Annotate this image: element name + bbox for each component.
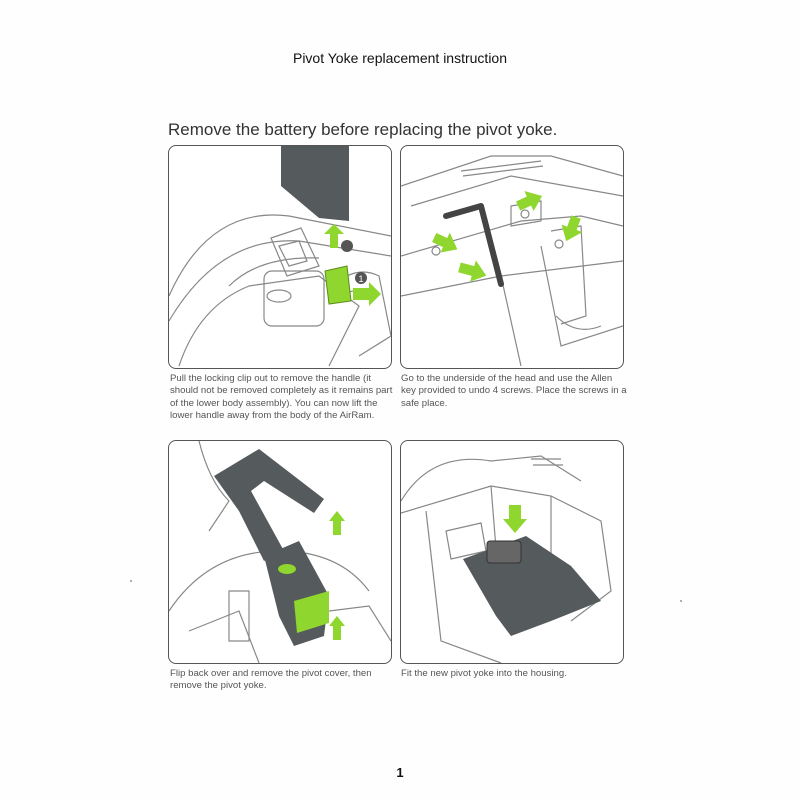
- up-arrow-icon: [324, 224, 344, 248]
- step-4-caption: Fit the new pivot yoke into the housing.: [401, 668, 567, 679]
- callout-1-icon: [355, 272, 367, 284]
- callout-1-label: 1: [358, 274, 363, 284]
- step-1-caption: Pull the locking clip out to remove the …: [170, 373, 393, 422]
- step-3-illustration: [168, 440, 392, 664]
- arrow-icon-1: [432, 232, 458, 253]
- lower-handle-shape: [214, 449, 324, 561]
- arrow-icon-3: [516, 191, 543, 211]
- step-4-illustration: [400, 440, 624, 664]
- scan-speck: [680, 600, 682, 602]
- up-arrow-icon: [329, 511, 345, 535]
- locking-clip-shape: [324, 265, 352, 305]
- callout-2-icon: [341, 240, 353, 252]
- allen-key-icon: [443, 203, 504, 287]
- step-1-illustration: 1: [168, 145, 392, 369]
- pivot-yoke-shape: [294, 591, 329, 633]
- step-3-caption: Flip back over and remove the pivot cove…: [170, 668, 372, 692]
- down-arrow-icon: [503, 505, 527, 533]
- up-arrow-icon-lower: [329, 616, 345, 640]
- document-title: Pivot Yoke replacement instruction: [292, 50, 507, 66]
- warning-subtitle: Remove the battery before replacing the …: [168, 120, 558, 139]
- step-2-illustration: [400, 145, 624, 369]
- right-arrow-icon: [353, 282, 381, 306]
- handle-shape: [281, 146, 349, 221]
- scan-speck: [130, 580, 132, 582]
- arrow-icon-2: [458, 260, 487, 282]
- arrow-icon-4: [561, 215, 583, 242]
- page-number: 1: [396, 765, 404, 780]
- step-2-caption: Go to the underside of the head and use …: [401, 373, 627, 409]
